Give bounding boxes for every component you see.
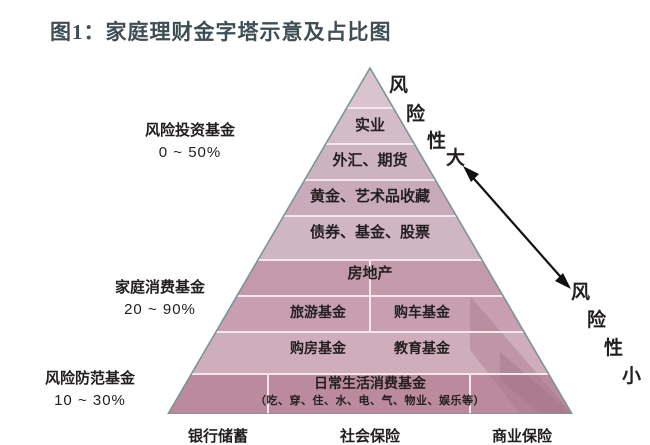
risk-high-char-4: 大: [446, 148, 466, 169]
risk-low-char-4: 小: [622, 366, 642, 387]
tier-cell-social-insurance: 社会保险: [339, 428, 400, 445]
left-label-household-fund-name: 家庭消费基金: [114, 279, 205, 296]
risk-high-char-2: 险: [406, 104, 426, 125]
pyramid-diagram: 实业 外汇、期货 黄金、艺术品收藏 债券、基金、股票 房地产 旅游基金 购车基金…: [0, 66, 642, 444]
tier-cell-dividers: [267, 260, 471, 414]
risk-axis-arrow: [463, 166, 571, 289]
risk-low-char-1: 风: [571, 282, 591, 303]
pyramid-side-shade-2: [500, 352, 572, 414]
left-label-venture-fund: 风险投资基金 0 ~ 50%: [100, 120, 280, 164]
risk-low-char-3: 性: [604, 338, 624, 359]
pyramid-side-shade: [470, 296, 572, 414]
risk-low-char-2: 险: [587, 310, 607, 331]
risk-high-char-1: 风: [389, 75, 409, 96]
pyramid-outline: [167, 66, 573, 414]
left-label-household-fund: 家庭消费基金 20 ~ 90%: [70, 277, 250, 321]
left-label-risk-protection-fund-percent: 10 ~ 30%: [54, 391, 126, 409]
page-title: 图1：家庭理财金字塔示意及占比图: [50, 20, 392, 44]
tier-cell-commercial-insurance: 商业保险: [491, 428, 552, 445]
figure-root: 图1：家庭理财金字塔示意及占比图: [0, 20, 642, 444]
left-label-risk-protection-fund-name: 风险防范基金: [44, 370, 135, 387]
left-label-venture-fund-percent: 0 ~ 50%: [158, 143, 222, 161]
risk-high-char-3: 性: [427, 131, 447, 152]
tier-cell-bank-savings: 银行储蓄: [187, 428, 248, 445]
tier-band-8: [168, 332, 572, 374]
tier-band-9: [168, 374, 572, 414]
tier-band-4: [168, 180, 572, 216]
left-label-risk-protection-fund: 风险防范基金 10 ~ 30%: [0, 368, 180, 412]
pyramid-graphic: [167, 66, 573, 414]
left-label-venture-fund-name: 风险投资基金: [144, 122, 235, 139]
left-label-household-fund-percent: 20 ~ 90%: [124, 300, 196, 318]
